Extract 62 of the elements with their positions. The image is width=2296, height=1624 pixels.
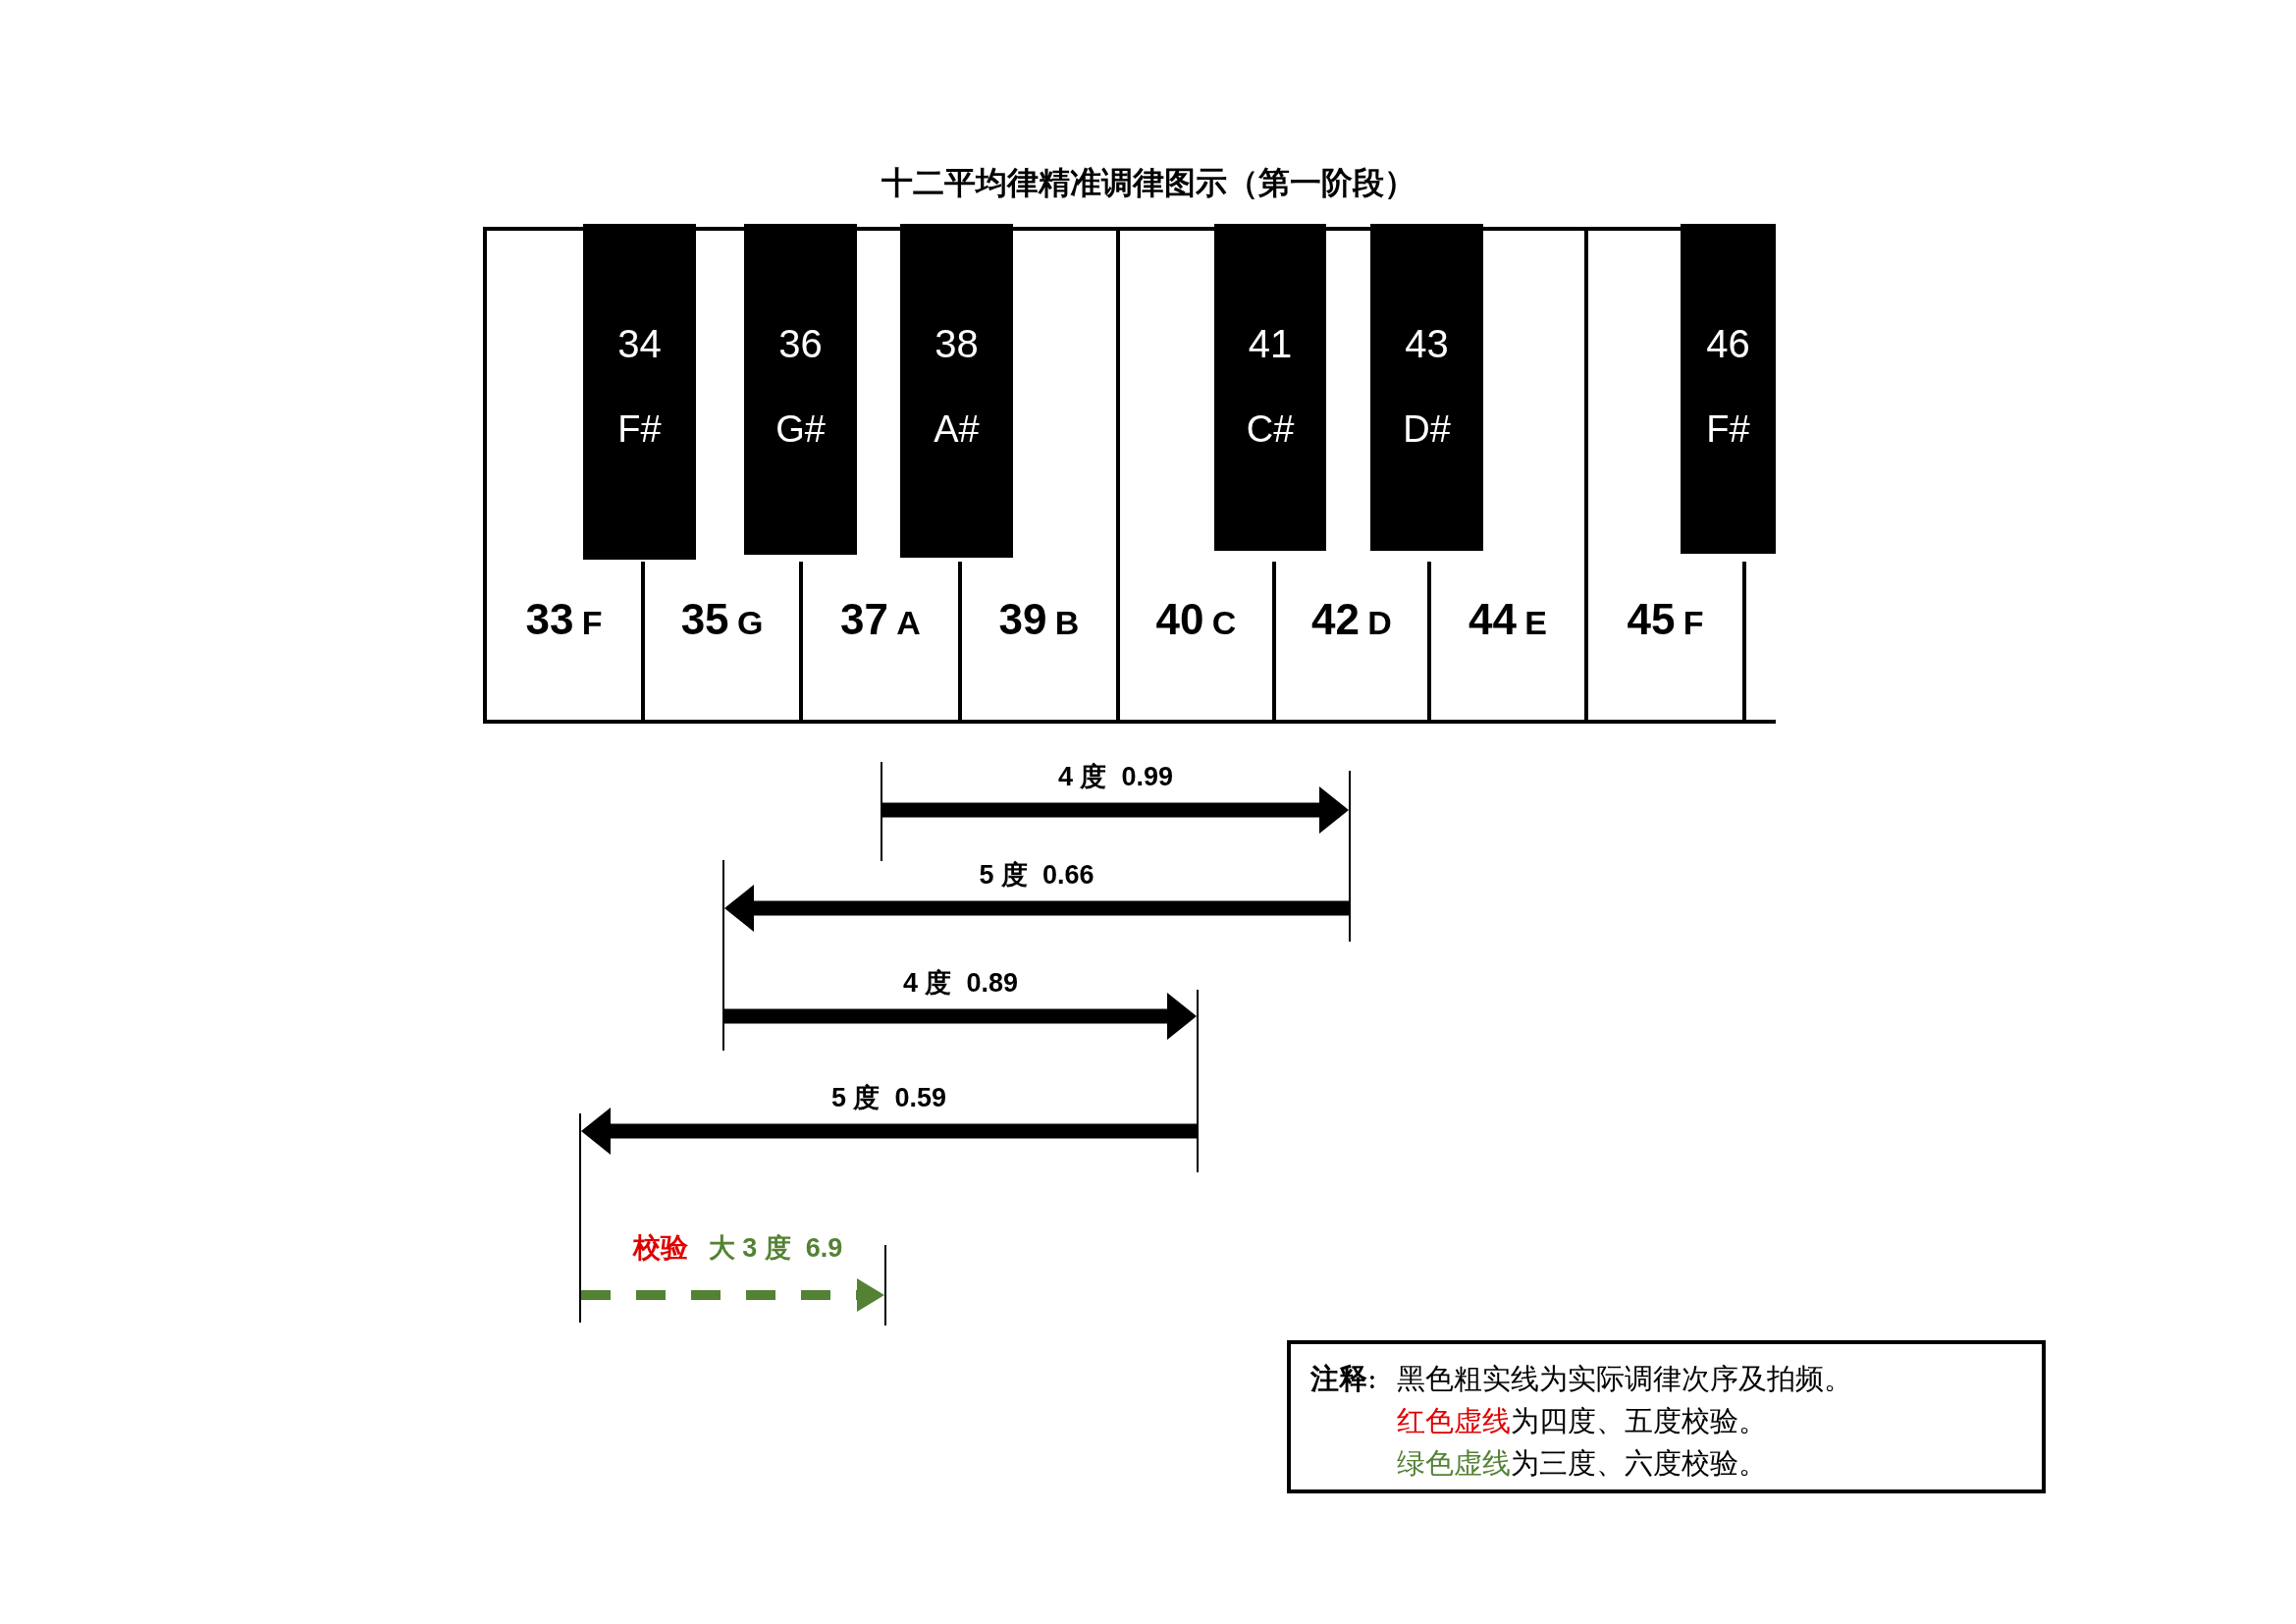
sharp-key [1214,224,1326,551]
piano-key [1584,562,1746,724]
key-number: 39 [998,595,1047,643]
key-number: 42 [1311,595,1360,643]
key-note: G# [774,408,827,451]
guide-line [884,1245,886,1326]
note-text: 为三度、六度校验。 [1511,1446,1767,1480]
piano-key [799,562,958,724]
highlighted-text: 绿色虚线 [1397,1446,1511,1480]
key-note: E [1524,604,1547,641]
piano-key [958,562,1116,724]
note-text: 黑色粗实线为实际调律次序及拍频。 [1397,1362,1852,1395]
key-note: A [896,604,921,641]
note-heading: 注释: [1310,1361,1377,1397]
note-box [1287,1340,2046,1493]
key-note: G [736,604,764,641]
key-note: D# [1402,408,1452,451]
key-number: 46 [1705,322,1751,366]
note-text: 为四度、五度校验。 [1511,1404,1767,1437]
piano-key [641,562,799,724]
sharp-key [583,224,696,560]
key-number: 35 [680,595,729,643]
arrow [581,1108,1197,1155]
key-number: 38 [934,322,980,366]
key-number: 43 [1404,322,1450,366]
piano-key [1272,562,1427,724]
guide-line [881,762,882,861]
guide-line [579,1113,581,1323]
check-label: 校验 [633,1231,688,1265]
key-number: 40 [1155,595,1204,643]
sharp-key [1681,224,1776,554]
piano-key [483,562,641,724]
sharp-key [900,224,1013,558]
sharp-key [744,224,857,555]
arrow [581,1278,884,1312]
arrow [724,885,1349,932]
piano-key [1116,562,1272,724]
key-note: A# [933,408,981,451]
key-note: C [1211,604,1237,641]
diagram-title: 十二平均律精准调律图示（第一阶段） [880,163,1416,203]
guide-line [1349,771,1351,942]
guide-line [1197,990,1199,1172]
key-note: F [581,604,603,641]
arrow [724,993,1197,1040]
sharp-key [1370,224,1483,551]
highlighted-text: 红色虚线 [1397,1404,1511,1437]
key-number: 44 [1468,595,1517,643]
key-number: 41 [1247,322,1294,366]
key-number: 34 [616,322,663,366]
key-note: D [1367,604,1392,641]
key-number: 33 [525,595,574,643]
arrow [882,786,1349,834]
key-number: 45 [1627,595,1676,643]
key-number: 37 [840,595,888,643]
key-note: C# [1245,408,1296,451]
key-note: F# [1705,408,1751,451]
guide-line [722,860,724,1051]
key-number: 36 [777,322,824,366]
key-note: B [1054,604,1080,641]
piano-key [1427,562,1584,724]
key-note: F [1682,604,1704,641]
key-note: F# [616,408,663,451]
